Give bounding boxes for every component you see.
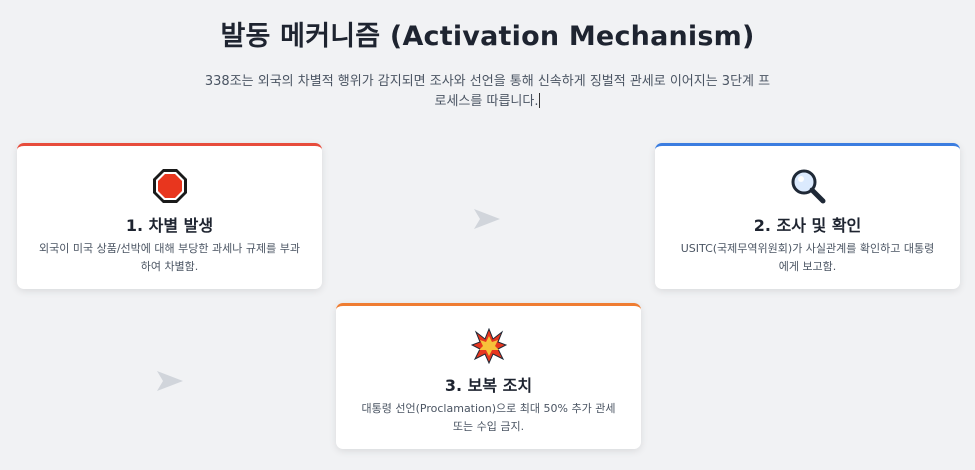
step-title: 1. 차별 발생 <box>125 216 214 235</box>
page-title: 발동 메커니즘 (Activation Mechanism) <box>220 21 755 52</box>
arrow-right-icon <box>473 208 501 230</box>
step-card-discrimination: 1. 차별 발생 외국이 미국 상품/선박에 대해 부당한 과세나 규제를 부과… <box>17 143 322 289</box>
step-description: 외국이 미국 상품/선박에 대해 부당한 과세나 규제를 부과하여 차별함. <box>39 242 300 273</box>
collision-icon <box>336 328 641 364</box>
arrow-right-icon <box>156 370 184 392</box>
stop-sign-icon <box>17 168 322 204</box>
step-card-investigation: 2. 조사 및 확인 USITC(국제무역위원회)가 사실관계를 확인하고 대통… <box>655 143 960 289</box>
step-title: 3. 보복 조치 <box>444 376 533 395</box>
text-caret <box>539 93 541 108</box>
step-title: 2. 조사 및 확인 <box>753 216 862 235</box>
magnifying-glass-icon <box>655 168 960 204</box>
page-subtitle: 338조는 외국의 차별적 행위가 감지되면 조사와 선언을 통해 신속하게 징… <box>200 72 775 112</box>
step-card-retaliation: 3. 보복 조치 대통령 선언(Proclamation)으로 최대 50% 추… <box>336 303 641 449</box>
subtitle-text: 338조는 외국의 차별적 행위가 감지되면 조사와 선언을 통해 신속하게 징… <box>204 74 771 109</box>
step-description: USITC(국제무역위원회)가 사실관계를 확인하고 대통령에게 보고함. <box>680 242 935 273</box>
step-description: 대통령 선언(Proclamation)으로 최대 50% 추가 관세 또는 수… <box>361 402 616 433</box>
